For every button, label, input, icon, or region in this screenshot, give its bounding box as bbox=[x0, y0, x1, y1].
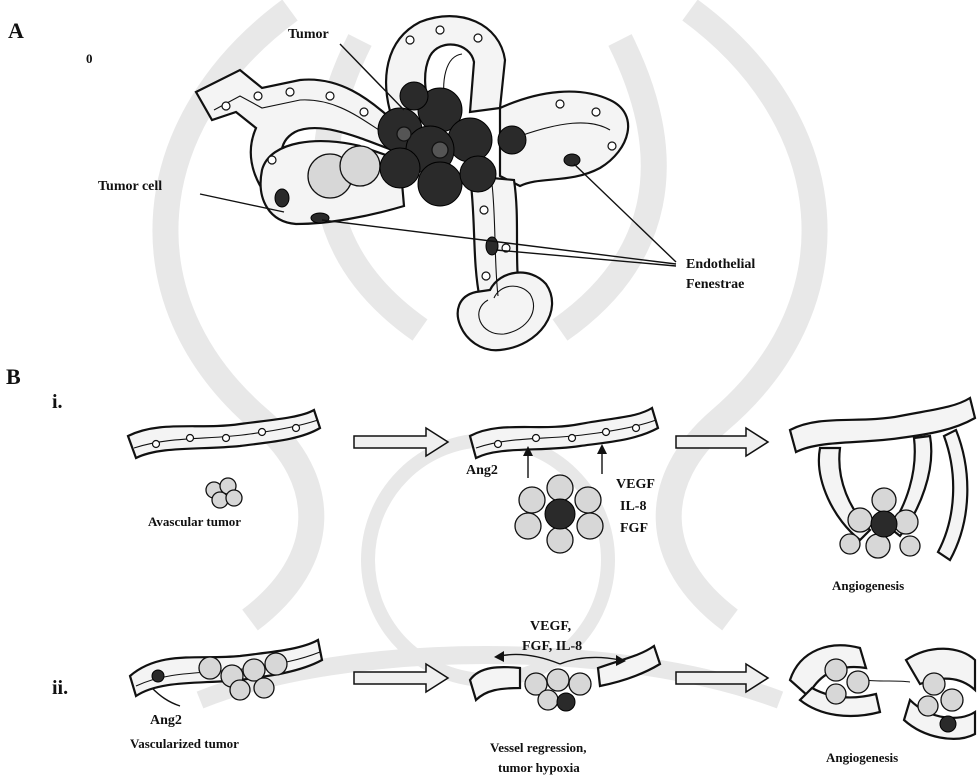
row-i-label-il8: IL-8 bbox=[620, 499, 646, 514]
row-ii-caption-angiogenesis: Angiogenesis bbox=[826, 750, 898, 765]
row-i-vessel-2 bbox=[470, 408, 658, 458]
row-ii-angiogenesis bbox=[790, 645, 975, 738]
row-ii-ang2-arrow bbox=[152, 688, 180, 706]
row-ii-label-fgf-il8: FGF, IL-8 bbox=[522, 639, 582, 654]
row-i-caption-avascular: Avascular tumor bbox=[148, 514, 241, 529]
row-i-numeral: i. bbox=[52, 391, 63, 413]
row-ii-caption-regression-1: Vessel regression, bbox=[490, 740, 587, 755]
row-i-arrow-1 bbox=[354, 428, 448, 456]
panel-a-corner-mark: 0 bbox=[86, 51, 93, 66]
row-i-label-vegf: VEGF bbox=[616, 477, 655, 492]
row-i-label-ang2: Ang2 bbox=[466, 463, 498, 478]
row-i-label-fgf: FGF bbox=[620, 521, 648, 536]
label-endothelial: Endothelial bbox=[686, 257, 755, 272]
row-ii-caption-vascularized: Vascularized tumor bbox=[130, 736, 239, 751]
row-i-angiogenesis bbox=[790, 398, 975, 560]
row-ii-caption-regression-2: tumor hypoxia bbox=[498, 760, 580, 775]
row-i-caption-angiogenesis: Angiogenesis bbox=[832, 578, 904, 593]
row-ii-numeral: ii. bbox=[52, 677, 68, 699]
panel-a-letter: A bbox=[8, 18, 24, 43]
row-ii-label-vegf: VEGF, bbox=[530, 619, 571, 634]
label-tumor-cell: Tumor cell bbox=[98, 179, 162, 194]
row-ii-label-ang2: Ang2 bbox=[150, 713, 182, 728]
row-i-growing-tumor bbox=[515, 475, 603, 553]
label-fenestrae: Fenestrae bbox=[686, 277, 744, 292]
panel-b-letter: B bbox=[6, 364, 21, 389]
row-i-avascular-tumor bbox=[206, 478, 242, 508]
label-tumor: Tumor bbox=[288, 27, 329, 42]
